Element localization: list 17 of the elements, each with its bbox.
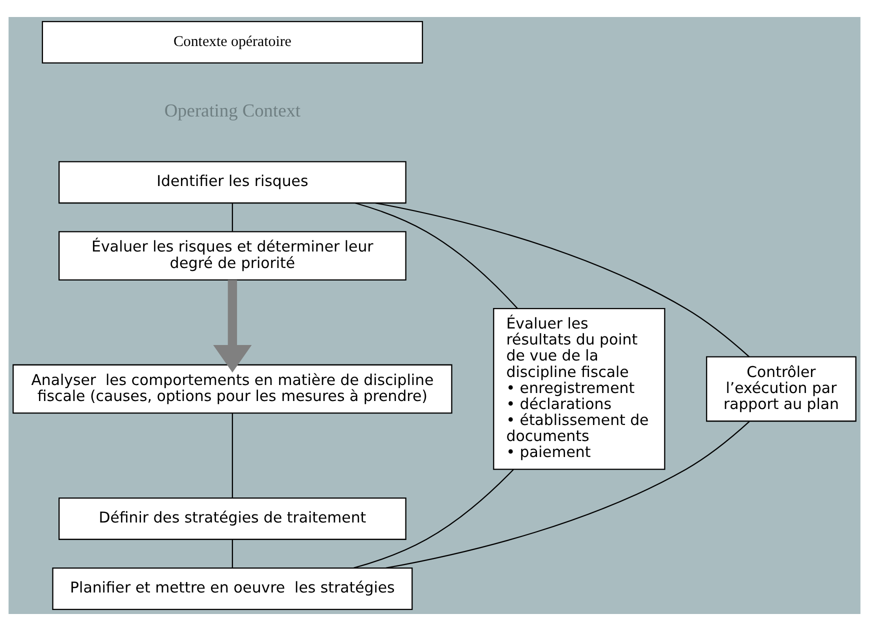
arrow	[213, 280, 252, 372]
connector	[354, 202, 518, 308]
node-box: Identifier les risques	[58, 160, 406, 204]
node-box: Évaluer les risques et déterminer leur degré de priorité	[58, 230, 406, 280]
connector	[375, 202, 750, 357]
node-box: Planifier et mettre en oeuvre les stratégies	[52, 567, 413, 610]
node-box: Contrôler l’exécution par rapport au plan	[706, 356, 856, 422]
node-box: Analyser les comportements en matière de discipline fiscale (causes, options pour les mesures à prendre)	[12, 364, 452, 414]
connector	[386, 420, 750, 568]
connector	[232, 538, 234, 568]
connector	[232, 202, 234, 231]
connector	[232, 412, 234, 498]
node-box: Contexte opératoire	[42, 20, 424, 63]
node-box: Définir des stratégies de traitement	[58, 496, 406, 540]
connector	[354, 468, 514, 568]
node-box: Évaluer les résultats du point de vue de la discipline fiscale • enregistrement • déclarations • établissement de documents • paiement	[493, 308, 666, 470]
label: Operating Context	[164, 100, 301, 120]
